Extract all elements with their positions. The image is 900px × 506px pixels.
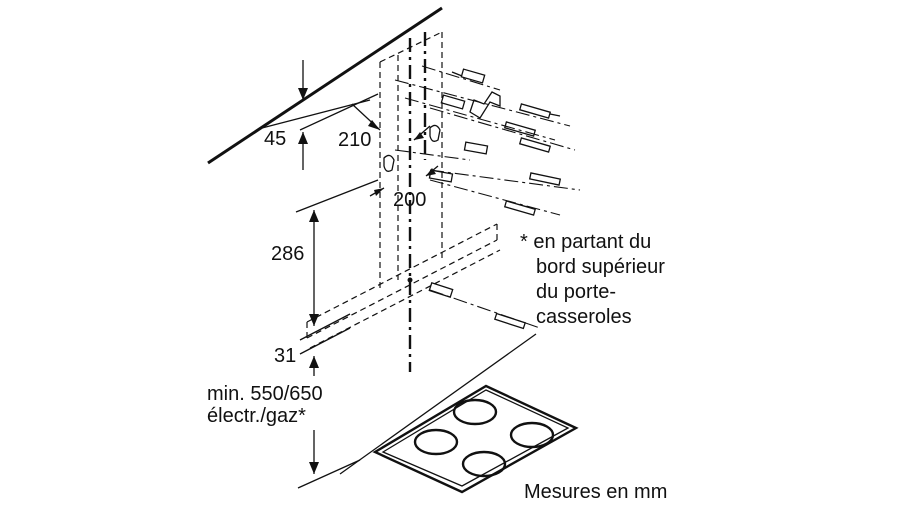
ceiling	[207, 6, 443, 165]
plug-3	[463, 141, 489, 155]
mounting-bracket	[383, 91, 501, 172]
screw-1	[518, 103, 561, 119]
burner-left	[413, 428, 459, 456]
dim-286: 286	[271, 179, 379, 326]
burner-right	[509, 421, 555, 449]
screw-6	[493, 312, 527, 330]
dim-31: 31	[274, 313, 351, 367]
dim-45: 45	[261, 60, 371, 170]
burner-front	[461, 450, 507, 478]
plug-2	[440, 94, 466, 110]
worktop	[339, 333, 537, 475]
footnote-line3: du porte-	[536, 281, 616, 303]
screw-5	[503, 200, 537, 216]
dim-210-label: 210	[338, 129, 371, 151]
min-height-line1: min. 550/650	[207, 383, 323, 405]
hood-rail	[306, 223, 501, 349]
min-height-line2: électr./gaz*	[207, 405, 306, 427]
cooktop	[372, 384, 579, 494]
plug-5	[428, 281, 454, 299]
burner-back-left	[452, 398, 498, 426]
wall-plugs	[428, 68, 489, 299]
footnote-line4: casseroles	[536, 306, 632, 328]
dim-31-label: 31	[274, 345, 296, 367]
dim-286-label: 286	[271, 243, 304, 265]
footnote-line2: bord supérieur	[536, 256, 665, 278]
screw-4	[528, 172, 562, 186]
center-axis	[408, 32, 427, 372]
footnote: * en partant du bord supérieur du porte-…	[520, 231, 665, 328]
units-caption: Mesures en mm	[524, 481, 667, 503]
screw-2	[503, 121, 537, 137]
drill-lines	[394, 65, 581, 329]
dim-45-label: 45	[264, 128, 286, 150]
footnote-line1: * en partant du	[520, 231, 651, 253]
dim-min-height: min. 550/650 électr./gaz*	[207, 356, 361, 489]
dim-200-label: 200	[393, 189, 426, 211]
dim-200: 200	[369, 165, 439, 211]
screws	[493, 103, 562, 330]
dim-210: 210	[299, 93, 431, 151]
screw-3	[518, 137, 552, 153]
plug-1	[451, 68, 486, 84]
